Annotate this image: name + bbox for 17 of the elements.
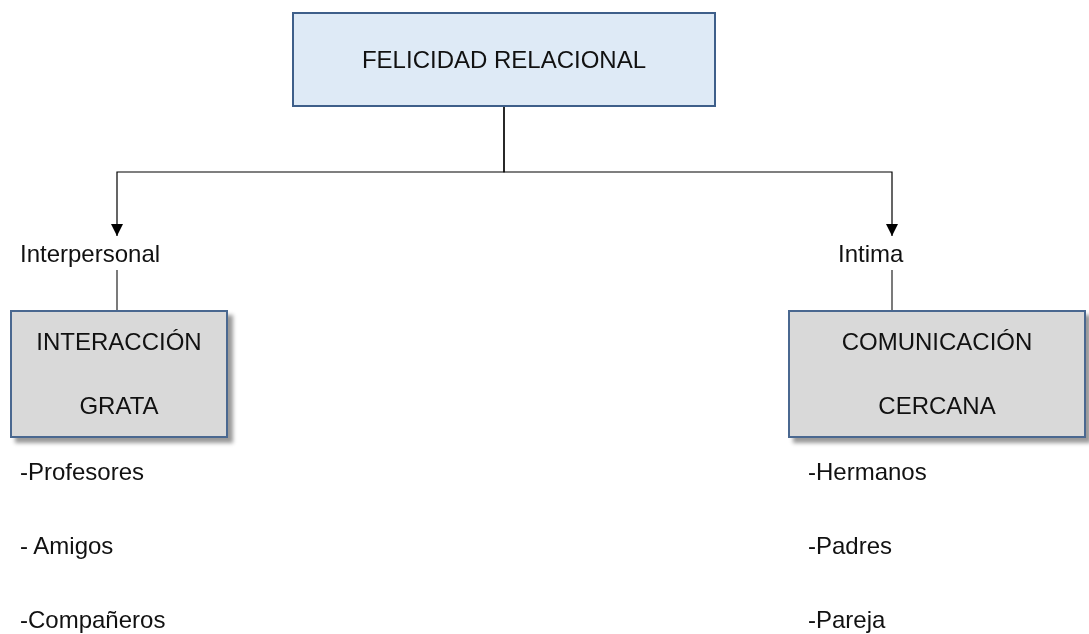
category-label: Interpersonal	[20, 238, 220, 270]
title-box	[292, 12, 716, 107]
list-item: -Padres	[808, 532, 893, 560]
concept-box	[788, 310, 1086, 438]
list-item: -Profesores	[20, 458, 145, 486]
list-item: -Hermanos	[808, 458, 927, 486]
box-label: COMUNICACIÓN CERCANA	[840, 327, 1034, 421]
box-label: INTERACCIÓN GRATA	[35, 327, 203, 421]
box-label: FELICIDAD RELACIONAL	[361, 44, 647, 75]
list-item: - Amigos	[20, 532, 114, 560]
list-item: -Pareja	[808, 606, 886, 634]
arrow	[503, 106, 898, 237]
connector-line	[116, 269, 118, 311]
category-label: Intima	[838, 238, 948, 270]
concept-box	[10, 310, 228, 438]
connector-line	[891, 269, 893, 311]
list-item: -Compañeros	[20, 606, 166, 634]
